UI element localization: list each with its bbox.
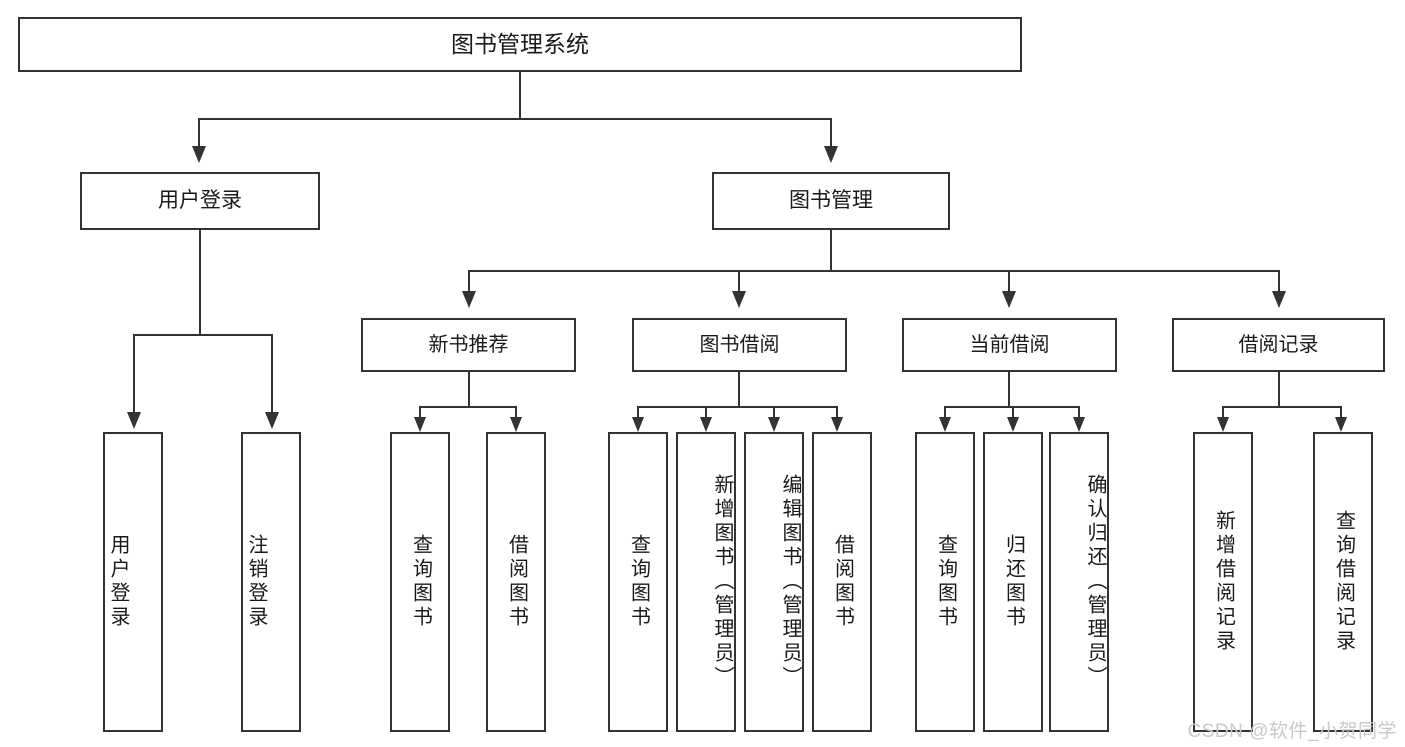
leaf-new-book-borrow-book[interactable]: 借阅图书 (486, 432, 546, 732)
node-user-login[interactable]: 用户登录 (80, 172, 320, 230)
connector-level3-drop-3 (1008, 270, 1010, 292)
arrowhead-to-book-management (824, 146, 838, 163)
leaf-label: 用户登录 (107, 534, 129, 630)
arrowhead-borrow-record-leaf-1 (1217, 417, 1229, 432)
leaf-new-book-query-book[interactable]: 查询图书 (390, 432, 450, 732)
leaf-label: 新增借阅记录 (1212, 510, 1235, 654)
connector-current-borrow-drop-2 (1012, 406, 1014, 418)
connector-level3-bus (468, 270, 1280, 272)
node-book-management[interactable]: 图书管理 (712, 172, 950, 230)
leaf-book-borrow-add-book-admin[interactable]: 新增图书（管理员） (676, 432, 736, 732)
connector-borrow-record-stem (1278, 372, 1280, 408)
leaf-current-borrow-query-book[interactable]: 查询图书 (915, 432, 975, 732)
connector-borrow-record-drop-1 (1222, 406, 1224, 418)
node-book-borrow[interactable]: 图书借阅 (632, 318, 847, 372)
leaf-book-borrow-query-book[interactable]: 查询图书 (608, 432, 668, 732)
leaf-user-login-login[interactable]: 用户登录 (103, 432, 163, 732)
leaf-user-login-logout[interactable]: 注销登录 (241, 432, 301, 732)
connector-book-borrow-drop-3 (773, 406, 775, 418)
arrowhead-book-borrow-leaf-4 (831, 417, 843, 432)
connector-new-book-stem (468, 372, 470, 408)
connector-book-borrow-stem (738, 372, 740, 408)
connector-root-bus (198, 118, 832, 120)
connector-root-drop-right (830, 118, 832, 146)
leaf-label: 编辑图书（管理员） (779, 474, 801, 690)
connector-book-borrow-drop-4 (836, 406, 838, 418)
leaf-label: 借阅图书 (831, 534, 854, 630)
arrowhead-new-book-leaf-1 (414, 417, 426, 432)
leaf-borrow-record-query-record[interactable]: 查询借阅记录 (1313, 432, 1373, 732)
connector-book-borrow-bus (637, 406, 837, 408)
leaf-label: 归还图书 (1002, 534, 1025, 630)
leaf-label: 新增图书（管理员） (711, 474, 733, 690)
leaf-label: 注销登录 (245, 534, 267, 630)
leaf-label: 查询图书 (627, 534, 650, 630)
leaf-label: 查询图书 (934, 534, 957, 630)
leaf-current-borrow-confirm-return-admin[interactable]: 确认归还（管理员） (1049, 432, 1109, 732)
connector-borrow-record-drop-2 (1340, 406, 1342, 418)
connector-root-drop-left (198, 118, 200, 146)
leaf-label: 确认归还（管理员） (1084, 474, 1106, 690)
arrowhead-borrow-record-leaf-2 (1335, 417, 1347, 432)
arrowhead-current-borrow-leaf-3 (1073, 417, 1085, 432)
connector-user-login-bus (133, 334, 273, 336)
connector-current-borrow-drop-3 (1078, 406, 1080, 418)
arrowhead-to-user-login-leaf (127, 412, 141, 429)
arrowhead-to-current-borrow (1002, 291, 1016, 308)
node-root-book-management-system[interactable]: 图书管理系统 (18, 17, 1022, 72)
csdn-watermark: CSDN @软件_小贺同学 (1187, 721, 1397, 742)
connector-borrow-record-bus (1222, 406, 1342, 408)
node-borrow-record[interactable]: 借阅记录 (1172, 318, 1385, 372)
connector-book-borrow-drop-2 (705, 406, 707, 418)
arrowhead-book-borrow-leaf-1 (632, 417, 644, 432)
arrowhead-to-logout-leaf (265, 412, 279, 429)
leaf-label: 查询借阅记录 (1332, 510, 1355, 654)
arrowhead-current-borrow-leaf-1 (939, 417, 951, 432)
leaf-book-borrow-borrow-book[interactable]: 借阅图书 (812, 432, 872, 732)
connector-user-login-drop-2 (271, 334, 273, 414)
arrowhead-to-book-borrow (732, 291, 746, 308)
connector-level3-drop-1 (468, 270, 470, 292)
connector-new-book-bus (419, 406, 517, 408)
connector-new-book-drop-1 (419, 406, 421, 418)
connector-level3-drop-2 (738, 270, 740, 292)
connector-book-borrow-drop-1 (637, 406, 639, 418)
connector-current-borrow-stem (1008, 372, 1010, 408)
leaf-label: 借阅图书 (505, 534, 528, 630)
leaf-label: 查询图书 (409, 534, 432, 630)
arrowhead-new-book-leaf-2 (510, 417, 522, 432)
connector-level3-drop-4 (1278, 270, 1280, 292)
connector-new-book-drop-2 (515, 406, 517, 418)
leaf-current-borrow-return-book[interactable]: 归还图书 (983, 432, 1043, 732)
connector-user-login-stem (199, 230, 201, 335)
connector-book-management-stem (830, 230, 832, 272)
connector-user-login-drop-1 (133, 334, 135, 414)
arrowhead-book-borrow-leaf-3 (768, 417, 780, 432)
connector-root-stem (519, 72, 521, 119)
node-new-book-recommend[interactable]: 新书推荐 (361, 318, 576, 372)
connector-current-borrow-drop-1 (944, 406, 946, 418)
leaf-book-borrow-edit-book-admin[interactable]: 编辑图书（管理员） (744, 432, 804, 732)
arrowhead-current-borrow-leaf-2 (1007, 417, 1019, 432)
arrowhead-to-user-login (192, 146, 206, 163)
node-current-borrow[interactable]: 当前借阅 (902, 318, 1117, 372)
leaf-borrow-record-add-record[interactable]: 新增借阅记录 (1193, 432, 1253, 732)
arrowhead-book-borrow-leaf-2 (700, 417, 712, 432)
arrowhead-to-new-book-recommend (462, 291, 476, 308)
arrowhead-to-borrow-record (1272, 291, 1286, 308)
